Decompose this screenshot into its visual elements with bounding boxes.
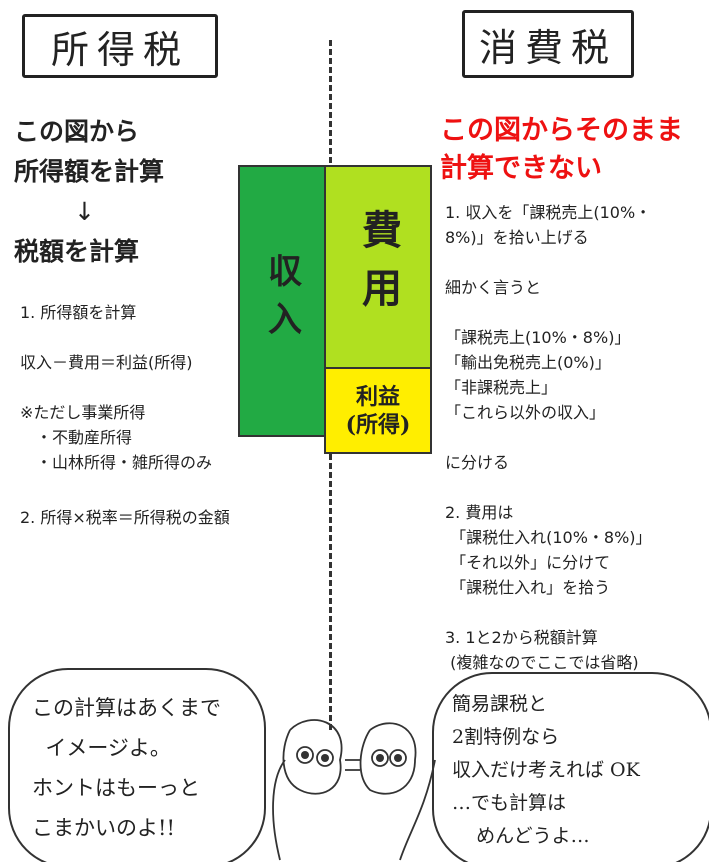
heading-line: この図から [14,117,140,146]
step: ※ただし事業所得 [20,403,146,422]
step: 収入－費用＝利益(所得) [20,353,193,372]
consumption-tax-title: 消費税 [462,10,634,78]
step: ・不動産所得 [20,428,133,447]
income-tax-title: 所得税 [22,14,218,78]
expense-box: 費用 [324,165,432,369]
characters-illustration [272,719,436,861]
profit-box: 利益 (所得) [324,367,432,454]
step: に分ける [445,453,510,472]
step: 1. 所得額を計算 [20,303,137,322]
heading-line: この図からそのまま [440,115,683,146]
step: 2. 所得×税率＝所得税の金額 [20,508,230,527]
step: 1. 収入を「課税売上(10%・ 8%)」を拾い上げる [445,203,652,247]
speech-bubble-left: この計算はあくまで イメージよ。 ホントはもーっと こまかいのよ!! [8,668,266,862]
step: 2. 費用は 「課税仕入れ(10%・8%)」 「それ以外」に分けて 「課税仕入れ… [445,503,652,597]
step: 3. 1と2から税額計算 (複雑なのでここでは省略) [445,628,639,672]
step: 「課税売上(10%・8%)」 「輸出免税売上(0%)」 「非課税売上」 「これら… [445,328,631,422]
heading-line: 所得額を計算 [14,157,165,186]
left-heading: この図から 所得額を計算 ↓ 税額を計算 [14,112,164,272]
heading-line: 税額を計算 [14,237,140,266]
heading-line: 計算できない [440,153,602,184]
left-steps: 1. 所得額を計算 収入－費用＝利益(所得) ※ただし事業所得 ・不動産所得 ・… [20,300,230,530]
speech-bubble-right: 簡易課税と 2割特例なら 収入だけ考えれば OK …でも計算は めんどうよ… [432,672,709,862]
right-heading: この図からそのまま 計算できない [440,112,683,188]
step: 細かく言うと [445,278,542,297]
right-steps: 1. 収入を「課税売上(10%・ 8%)」を拾い上げる 細かく言うと 「課税売上… [445,200,652,675]
down-arrow-icon: ↓ [74,197,95,226]
step: ・山林所得・雑所得のみ [20,453,213,472]
income-box: 収入 [238,165,326,437]
